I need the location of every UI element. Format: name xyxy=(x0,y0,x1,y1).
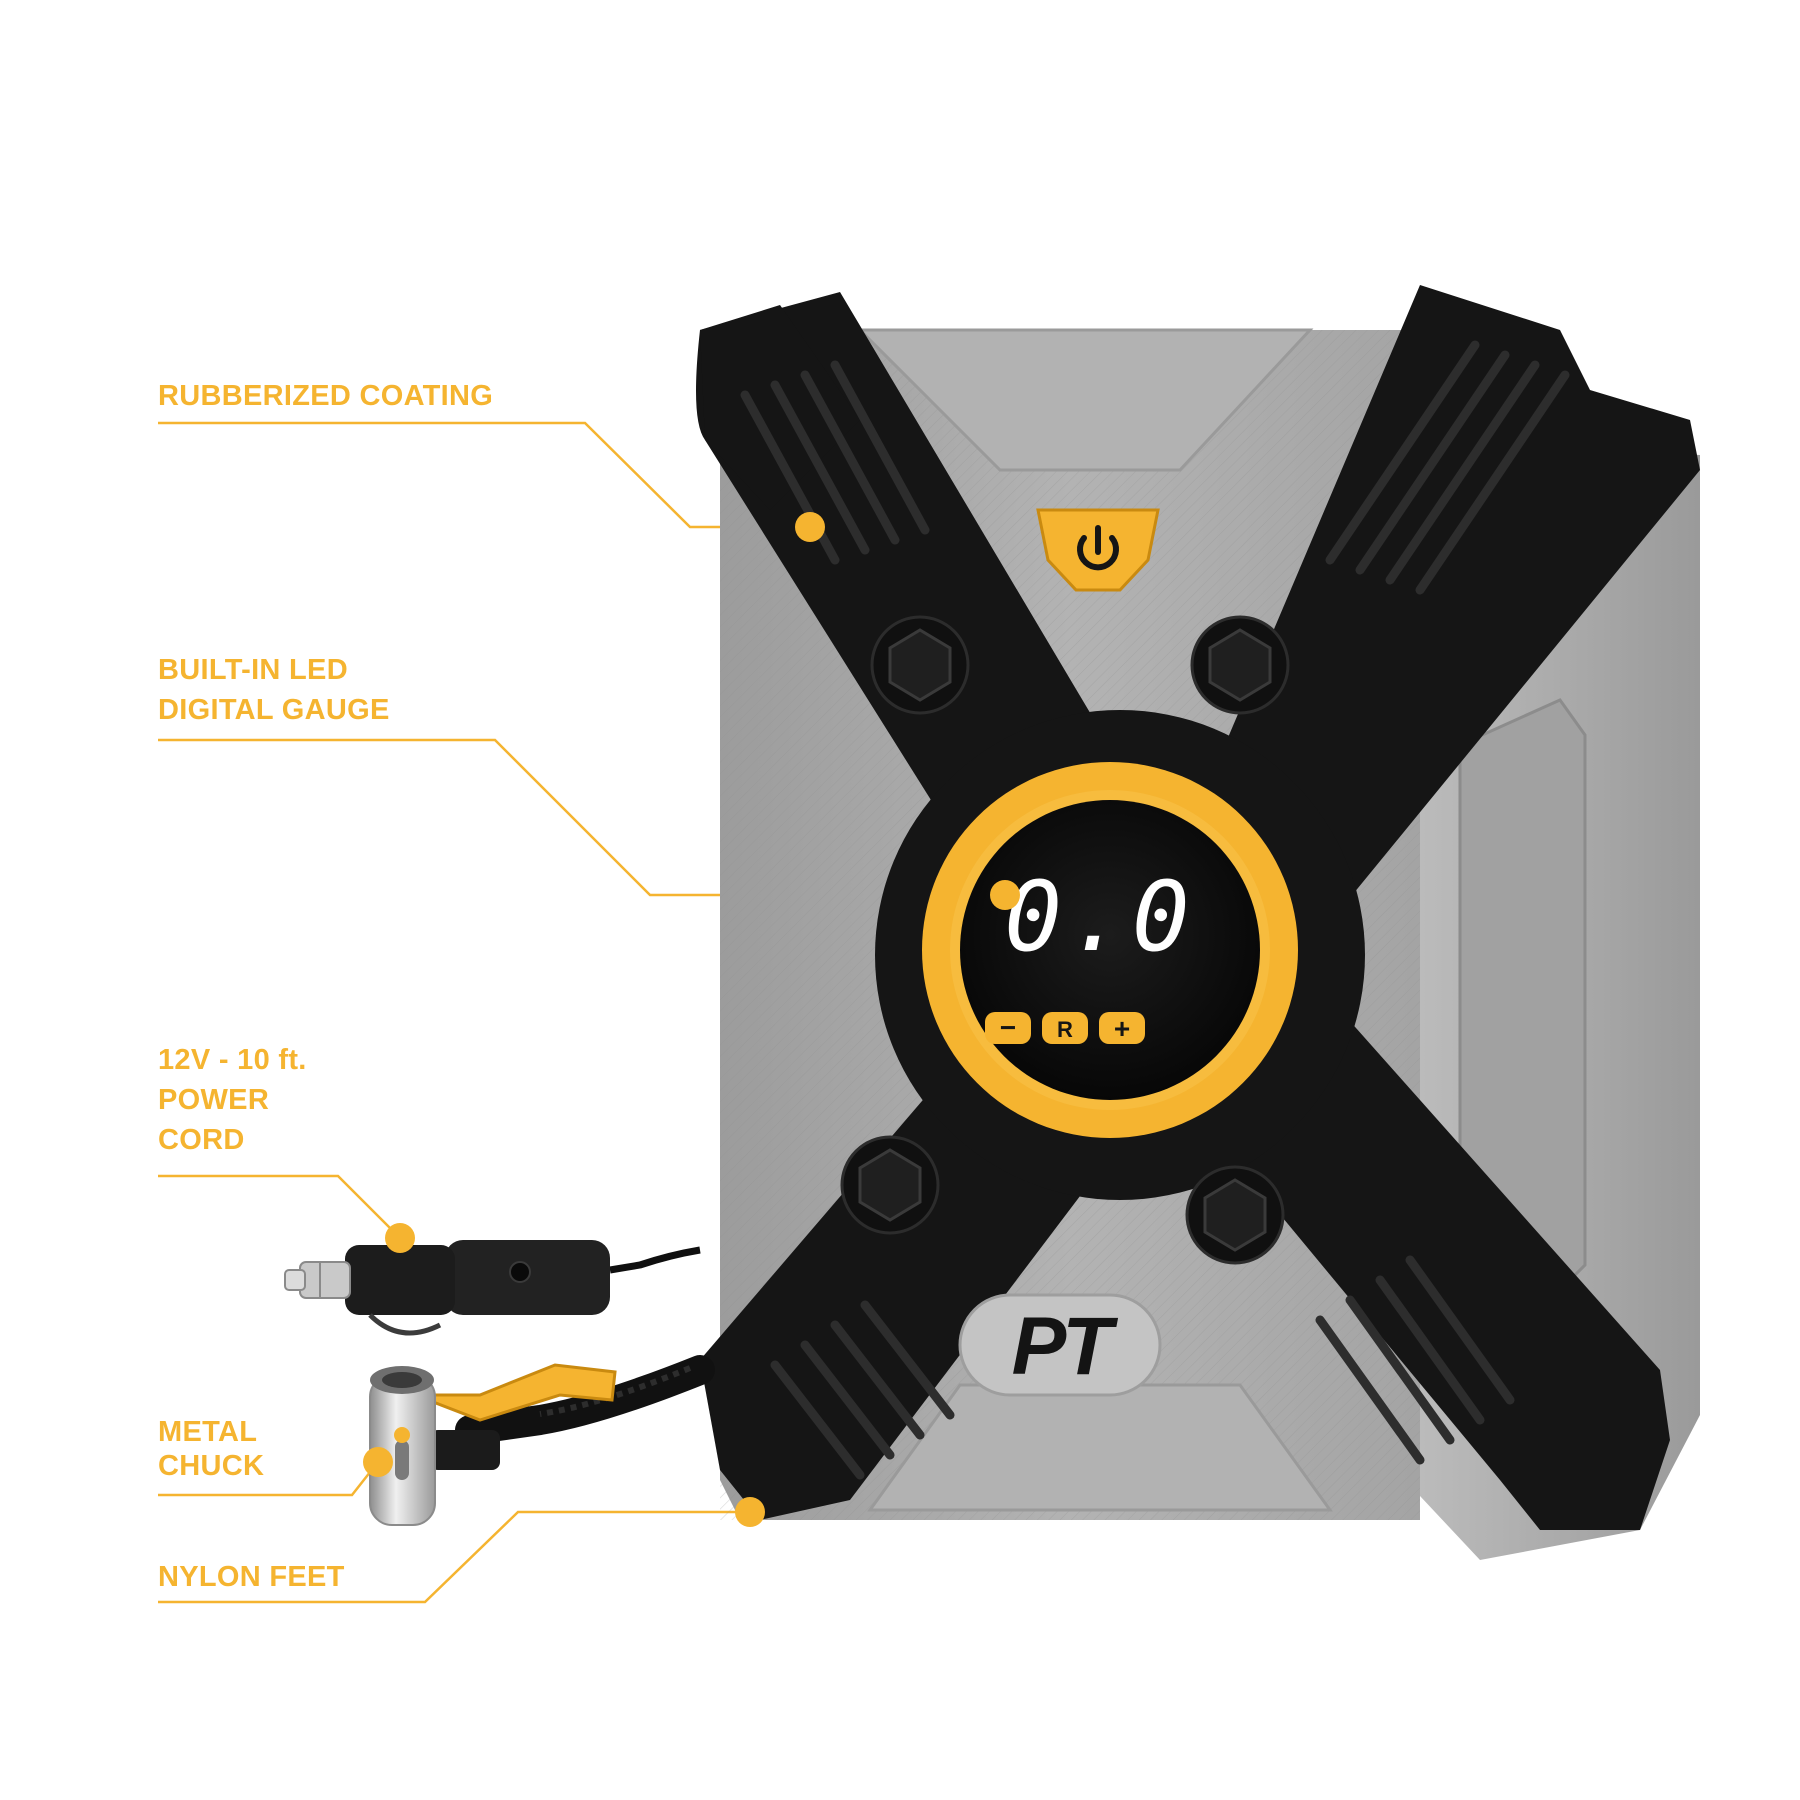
rubber-ridges xyxy=(740,340,1570,1480)
gauge-reset-button[interactable]: R xyxy=(1042,1012,1088,1044)
gauge-plus-button[interactable]: + xyxy=(1099,1012,1145,1044)
power-icon xyxy=(1077,525,1119,571)
bolt-bottom-left xyxy=(858,1148,922,1222)
leader-cord xyxy=(158,1174,401,1239)
callout-dots xyxy=(363,512,1020,1527)
gauge-minus-label: − xyxy=(1000,1012,1016,1043)
callout-feet-text: NYLON FEET xyxy=(158,1561,345,1593)
gauge-minus-button[interactable]: − xyxy=(985,1012,1031,1044)
callout-metal-chuck: METAL CHUCK xyxy=(158,1415,264,1483)
gauge-plus-label: + xyxy=(1114,1013,1130,1044)
dot-feet xyxy=(735,1497,765,1527)
callout-rubberized-text: RUBBERIZED COATING xyxy=(158,380,494,412)
callout-cord-line1: 12V - 10 ft. xyxy=(158,1044,307,1076)
metal-chuck xyxy=(369,1366,436,1526)
callout-power-cord: 12V - 10 ft. POWER CORD xyxy=(158,1040,307,1160)
callout-gauge-line2: DIGITAL GAUGE xyxy=(158,694,390,726)
callout-gauge-line1: BUILT-IN LED xyxy=(158,654,348,686)
leader-chuck xyxy=(158,1461,379,1497)
dot-cord xyxy=(385,1223,415,1253)
leader-feet xyxy=(158,1510,750,1604)
dot-gauge xyxy=(990,880,1020,910)
digital-gauge: 0.0 − R + xyxy=(922,762,1298,1138)
callout-cord-line3: CORD xyxy=(158,1124,245,1156)
chuck-lever[interactable] xyxy=(414,1363,617,1422)
dot-chuck xyxy=(363,1447,393,1477)
callout-led-gauge: BUILT-IN LED DIGITAL GAUGE xyxy=(158,650,390,730)
gauge-reset-label: R xyxy=(1057,1017,1073,1042)
power-button[interactable] xyxy=(1036,508,1160,592)
bottom-panel xyxy=(867,1383,1333,1512)
plug-tip xyxy=(284,1261,351,1299)
callout-cord-line2: POWER xyxy=(158,1084,270,1116)
callout-chuck-line1: METAL xyxy=(158,1416,258,1448)
dot-rubberized xyxy=(795,512,825,542)
bolt-top-right xyxy=(1208,628,1272,702)
callout-chuck-line2: CHUCK xyxy=(158,1450,265,1482)
top-panel xyxy=(856,328,1314,472)
hex-bolts xyxy=(840,615,1290,1265)
gauge-screen xyxy=(960,800,1260,1100)
power-cord xyxy=(284,1240,701,1336)
callout-nylon-feet: NYLON FEET xyxy=(158,1557,345,1597)
callout-rubberized-coating: RUBBERIZED COATING xyxy=(158,376,493,416)
plug-led xyxy=(509,1261,531,1283)
bolt-bottom-right xyxy=(1203,1178,1267,1252)
brand-logo-text: PT xyxy=(1012,1301,1119,1392)
gauge-reading: 0.0 xyxy=(1004,861,1195,973)
bolt-top-left xyxy=(888,628,952,702)
brand-logo: PT xyxy=(958,1293,1162,1397)
air-hose xyxy=(369,1355,715,1526)
